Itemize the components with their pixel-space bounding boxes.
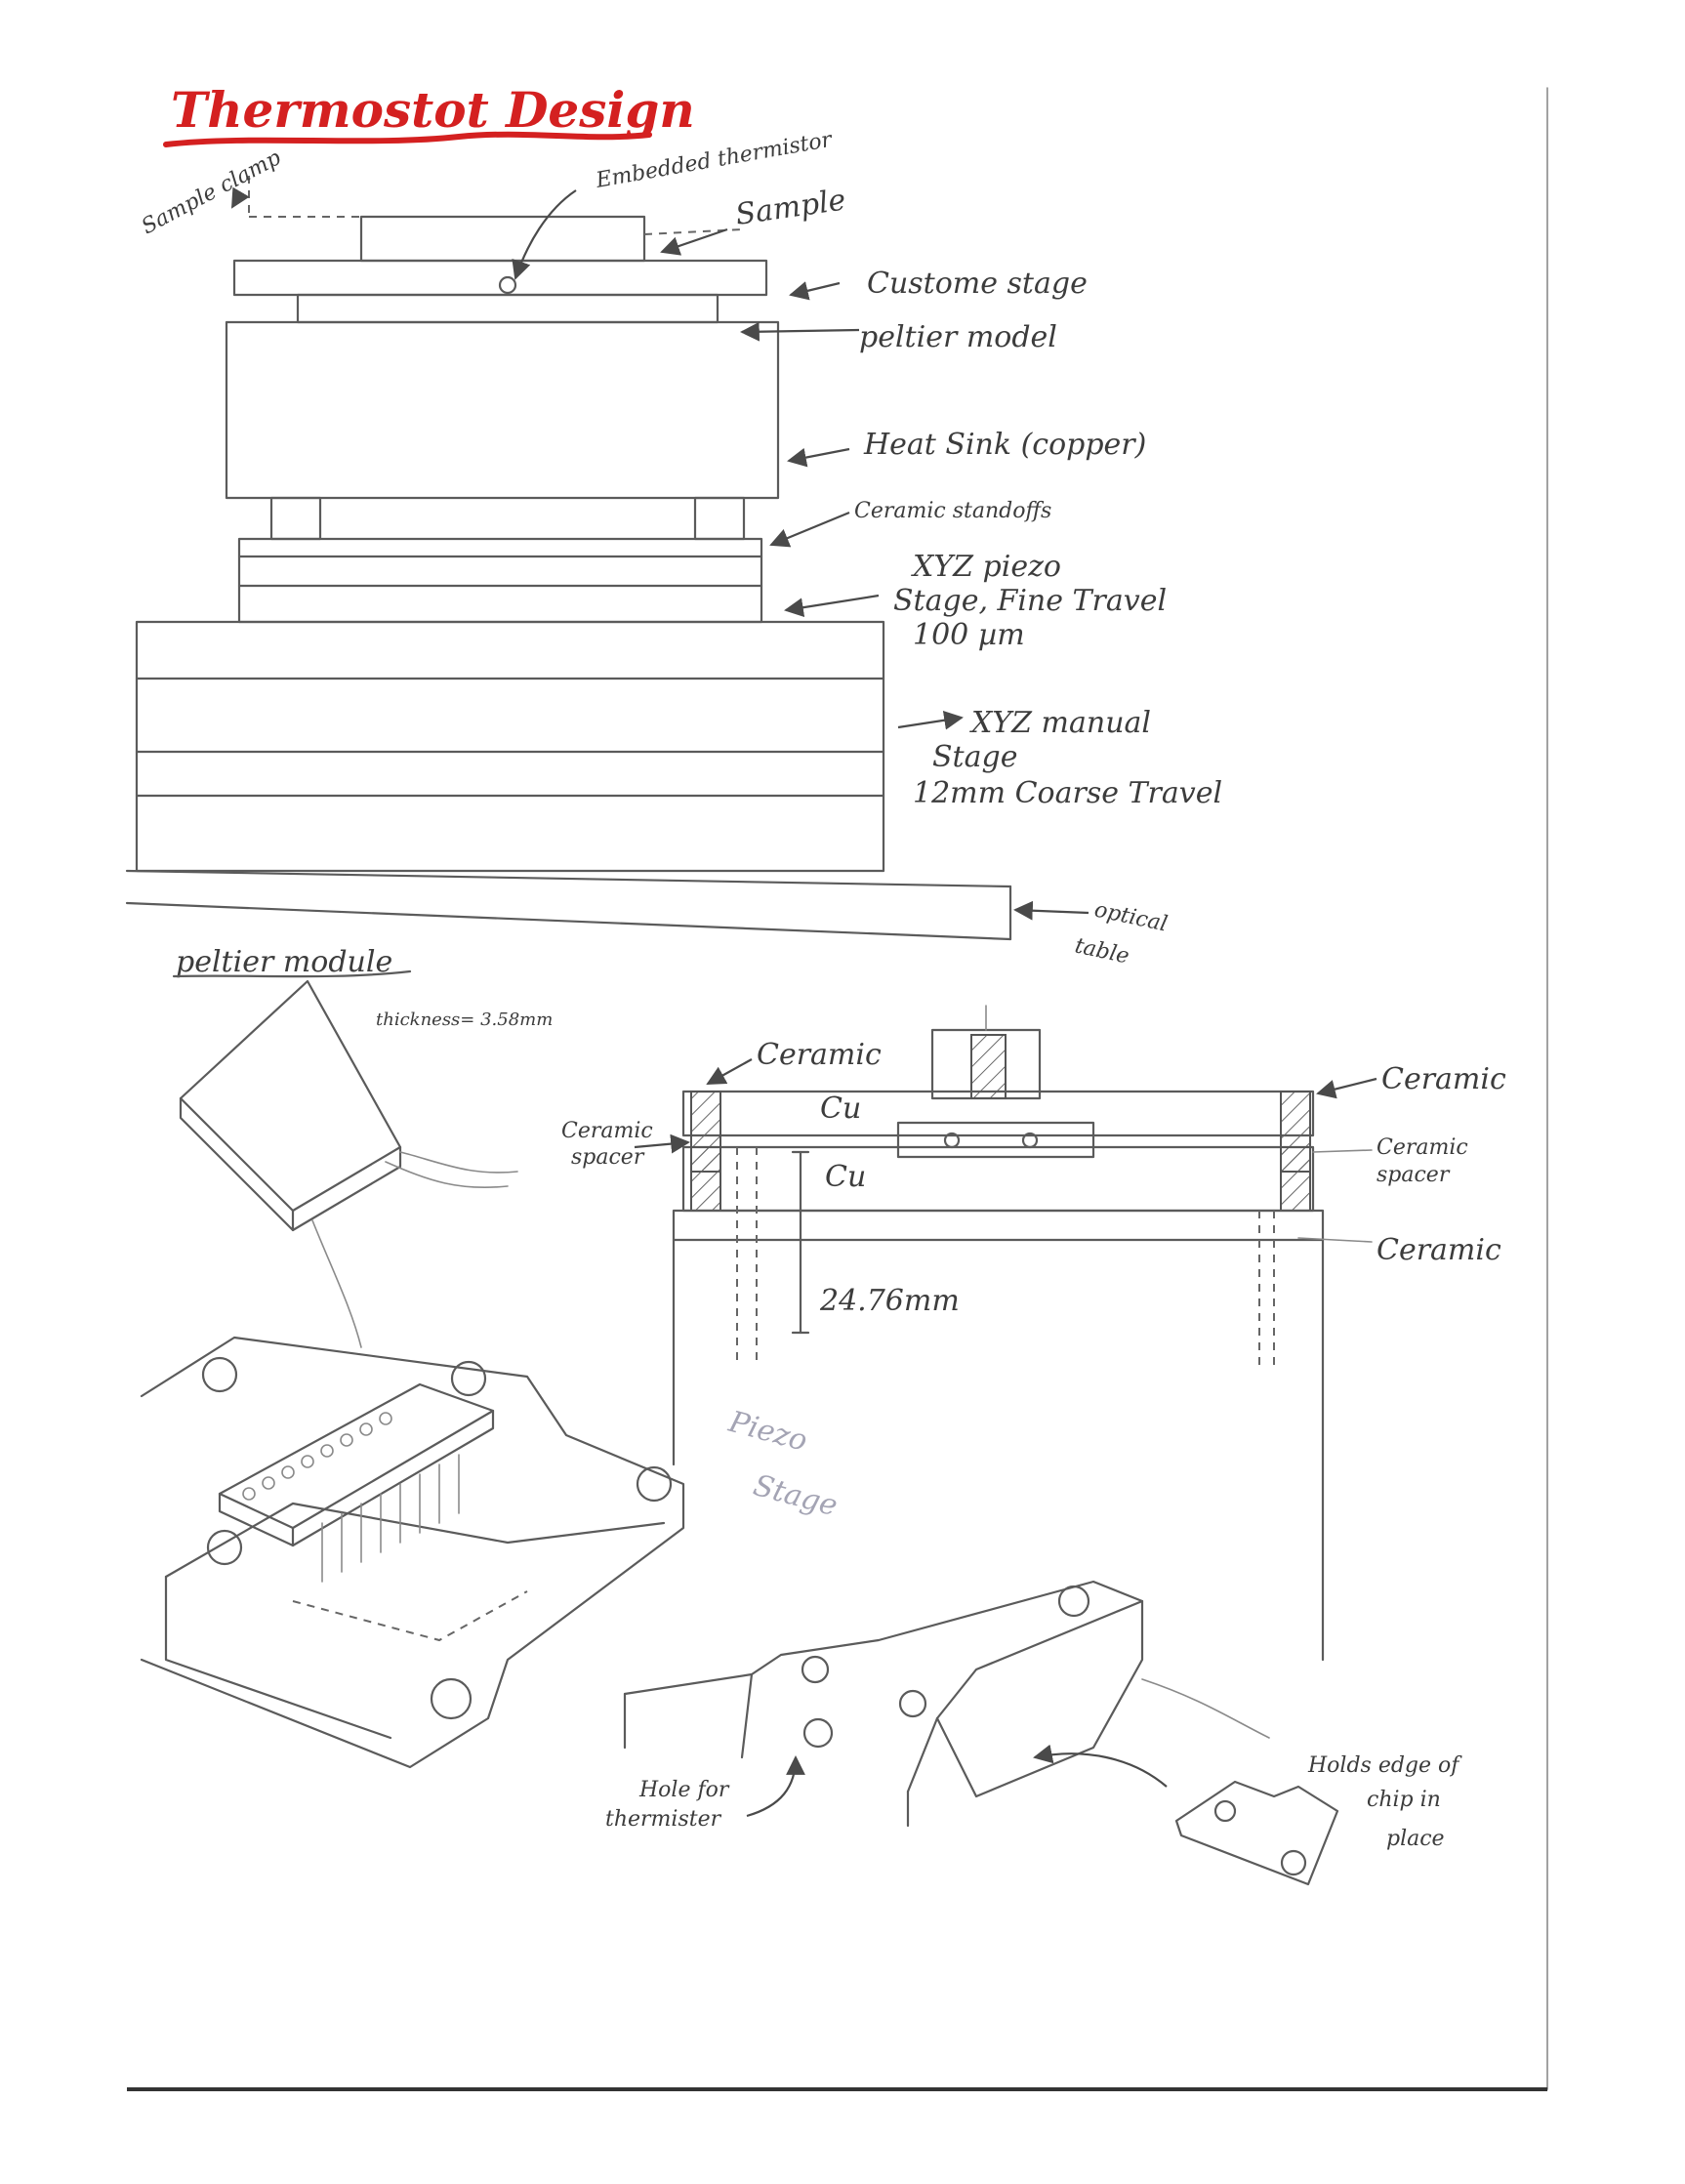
label-custom-stage: Custome stage (867, 267, 1088, 301)
page-title: Thermostot Design (171, 81, 695, 139)
label-ceramic-bottom: Ceramic (1377, 1233, 1501, 1267)
label-xyz-manual-2: Stage (932, 740, 1017, 774)
label-sample: Sample (733, 183, 847, 231)
label-holds-2: chip in (1367, 1788, 1441, 1812)
page-edges (127, 87, 1548, 2091)
thermistor-hole (498, 275, 517, 295)
label-piezo-1: Piezo (724, 1405, 811, 1459)
label-ceramic-standoffs: Ceramic standoffs (854, 499, 1051, 523)
label-sample-clamp: Sample clamp (138, 145, 285, 239)
label-cu-lower: Cu (825, 1160, 866, 1194)
label-ceramic-top-left: Ceramic (757, 1038, 882, 1072)
label-dimension: 24.76mm (819, 1284, 960, 1318)
label-hole-2: thermister (605, 1807, 722, 1832)
label-spacer-right-1: Ceramic (1377, 1135, 1468, 1160)
label-spacer-right-2: spacer (1377, 1163, 1451, 1187)
standoff-right (693, 496, 746, 541)
label-peltier-model: peltier model (859, 320, 1057, 354)
label-xyz-manual-3: 12mm Coarse Travel (913, 776, 1222, 810)
label-holds-3: place (1386, 1827, 1445, 1851)
label-hole-1: Hole for (638, 1778, 730, 1802)
label-cu-upper: Cu (820, 1092, 861, 1126)
label-xyz-manual-1: XYZ manual (969, 706, 1151, 740)
cross-section-view: Ceramic Ceramic Ceramic spacer Ceramic s… (561, 1005, 1506, 1662)
sample-block (359, 215, 646, 263)
label-piezo-2: Stage (750, 1468, 842, 1523)
standoff-left (269, 496, 322, 541)
label-heat-sink: Heat Sink (copper) (863, 428, 1146, 462)
title-underline (163, 131, 652, 147)
peltier-plate (296, 293, 719, 324)
peltier-thickness: thickness= 3.58mm (376, 1010, 553, 1030)
stack-side-view: Sample clamp Embedded thermistor Sample … (125, 128, 1222, 969)
peltier-heading: peltier module (176, 945, 392, 979)
isometric-holder-sketch (140, 1336, 685, 1769)
piezo-stage-block (237, 537, 763, 624)
chip-pins (242, 1412, 460, 1583)
heat-sink-block (225, 320, 780, 500)
manual-stage-block (135, 620, 885, 873)
label-optical-2: table (1073, 933, 1131, 968)
label-ceramic-top-right: Ceramic (1381, 1062, 1506, 1096)
label-spacer-left-2: spacer (571, 1145, 645, 1170)
label-spacer-left-1: Ceramic (561, 1119, 653, 1143)
title-block: Thermostot Design (163, 81, 695, 147)
label-xyz-piezo-3: 100 µm (913, 618, 1025, 652)
label-holds-1: Holds edge of (1307, 1753, 1462, 1778)
label-xyz-piezo-2: Stage, Fine Travel (893, 584, 1167, 618)
clamp-piece-sketch: Hole for thermister Holds edge of chip i… (605, 1580, 1462, 1886)
peltier-module-sketch: peltier module thickness= 3.58mm (172, 945, 553, 1348)
label-xyz-piezo-1: XYZ piezo (911, 550, 1061, 584)
label-optical-1: optical (1092, 897, 1170, 936)
